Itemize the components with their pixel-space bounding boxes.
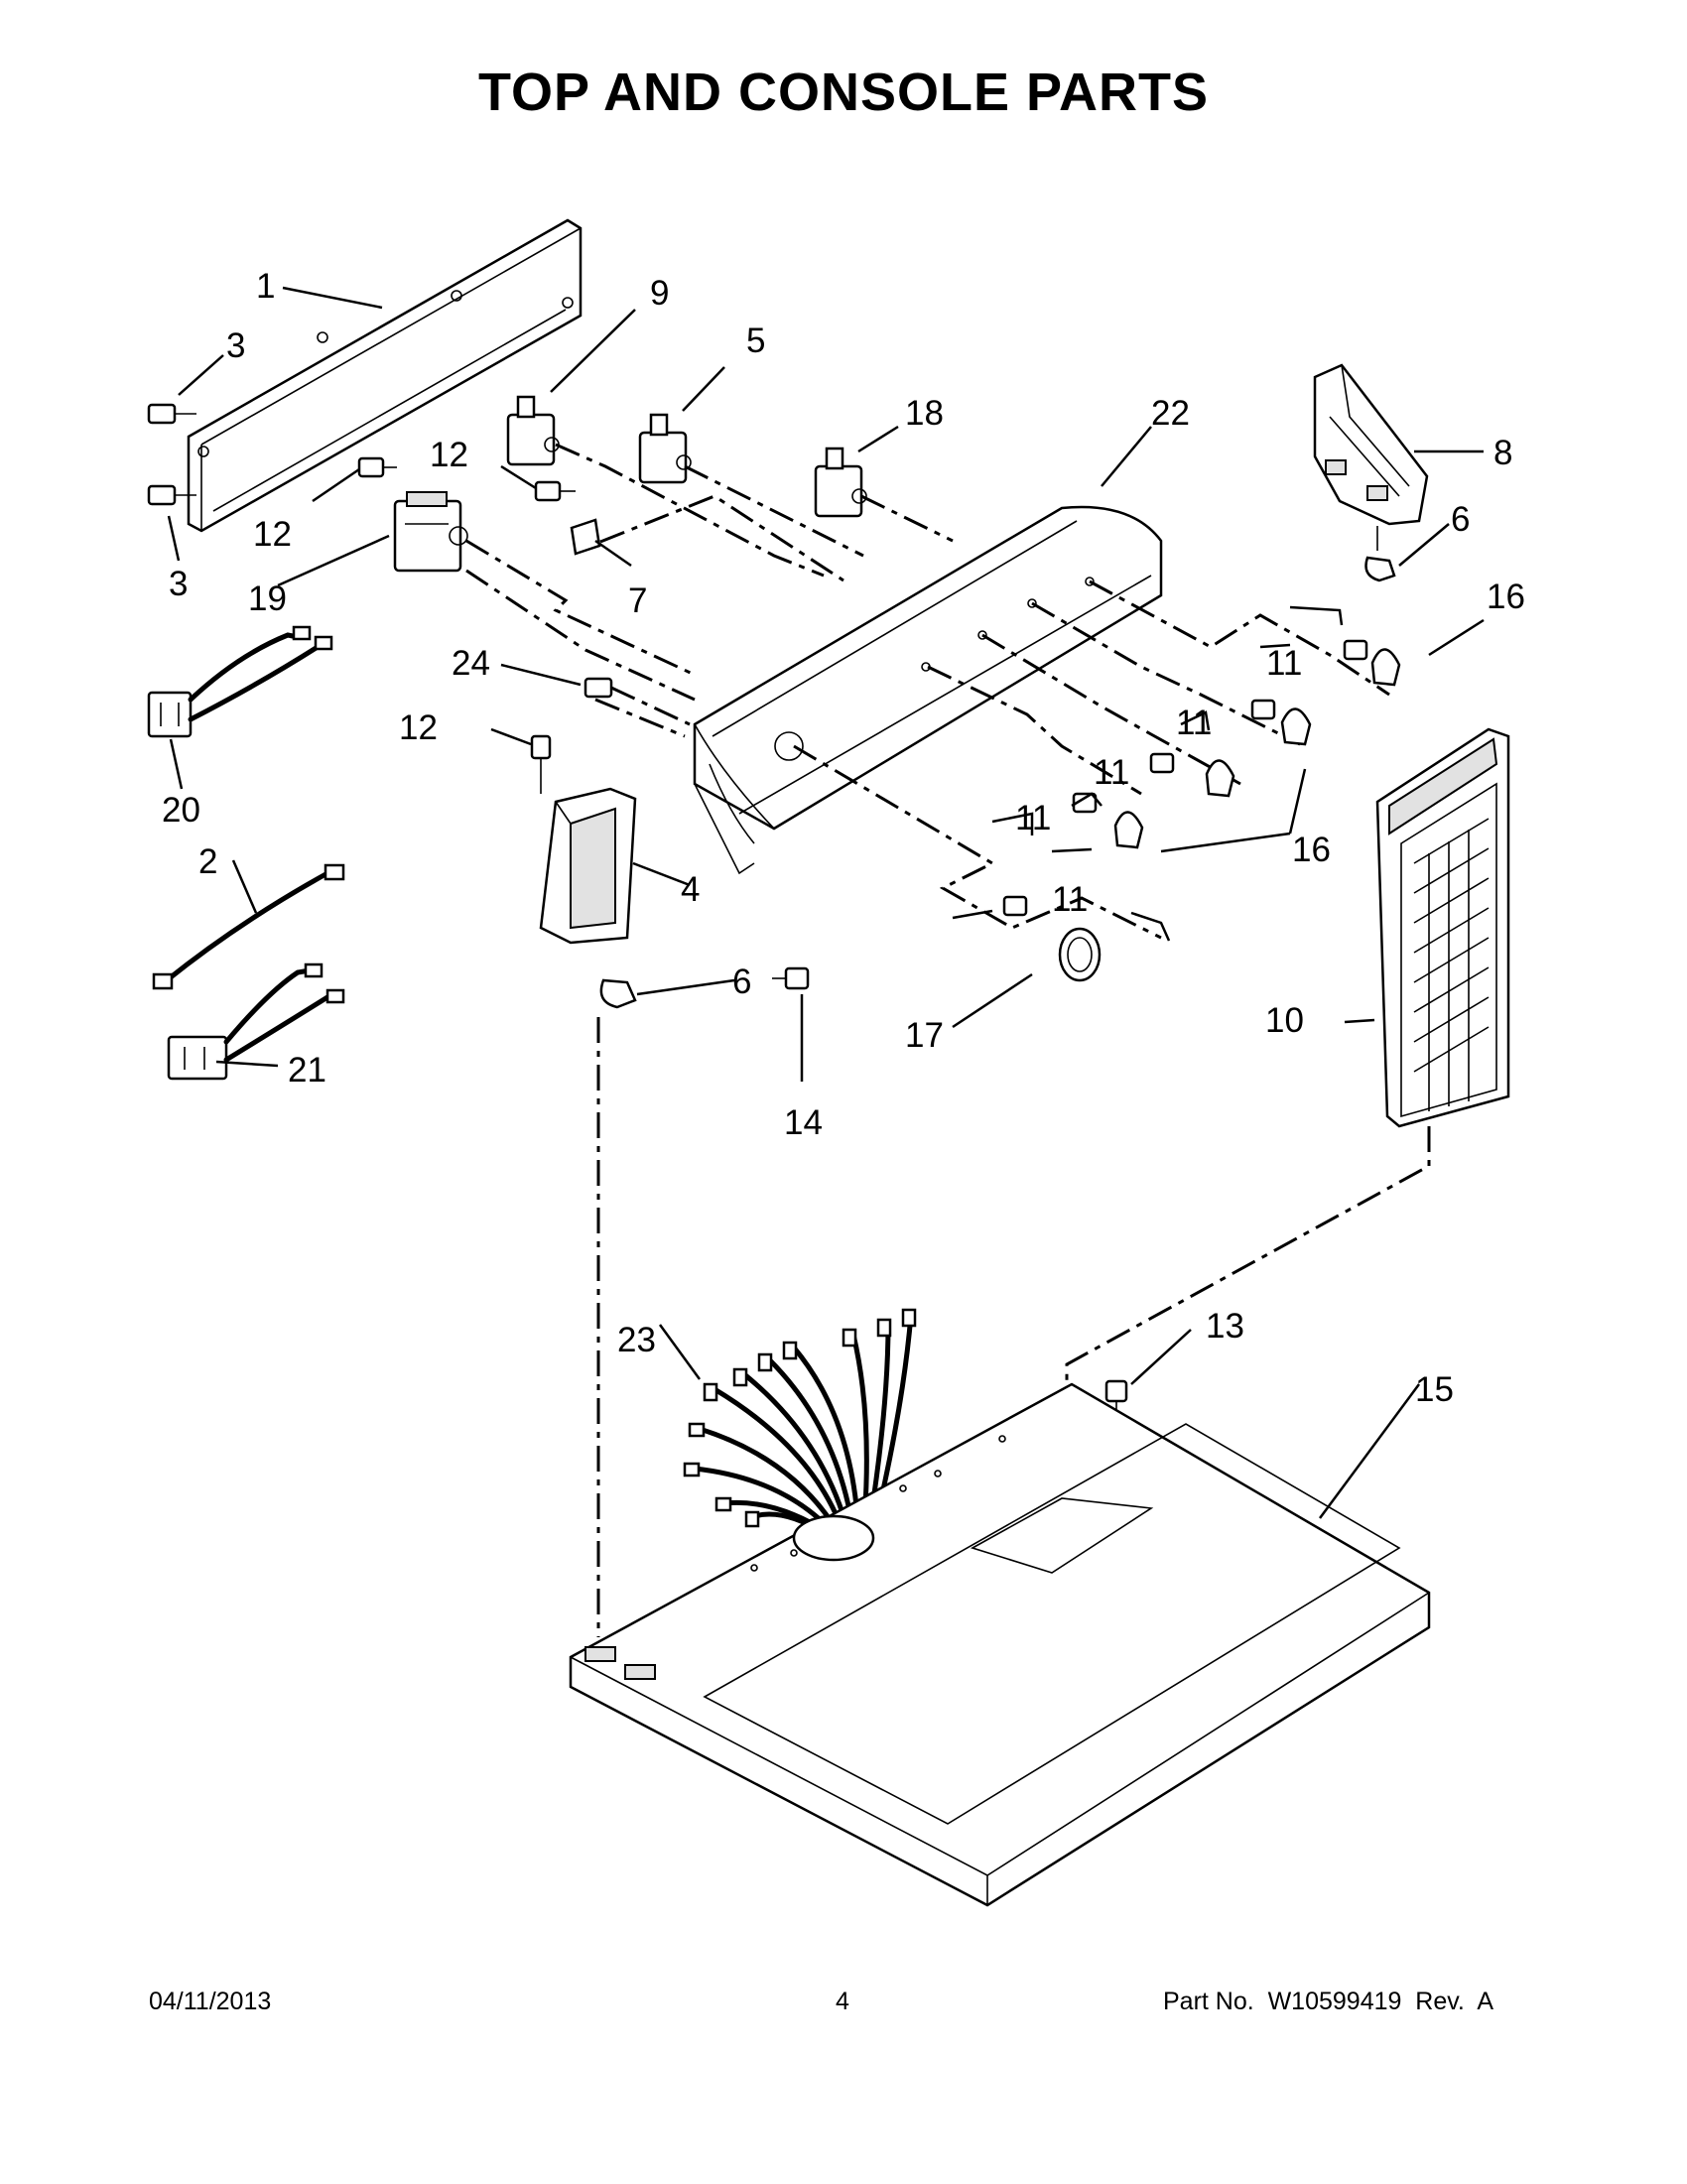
leader-lines <box>167 286 1485 1519</box>
callout-3-upper: 3 <box>226 326 245 365</box>
switch-part-5 <box>638 413 692 484</box>
top-panel-part-15 <box>569 1382 1431 1907</box>
button-part-11-c <box>1149 752 1175 774</box>
callout-3-lower: 3 <box>169 565 188 603</box>
end-cap-part-4 <box>539 787 637 945</box>
page-title: TOP AND CONSOLE PARTS <box>477 63 1210 122</box>
harness-part-21 <box>167 963 345 1081</box>
callout-11-b: 11 <box>1176 704 1212 742</box>
timer-part-19 <box>393 491 468 573</box>
callout-9: 9 <box>650 274 669 313</box>
button-part-11-b <box>1250 699 1276 720</box>
knob-part-16-a <box>1370 648 1401 687</box>
button-part-11-d <box>1072 792 1098 814</box>
footer-page-number: 4 <box>836 1988 849 2015</box>
wire-part-2 <box>152 863 345 990</box>
callout-16-upper: 16 <box>1487 578 1525 616</box>
screw-part-24 <box>584 677 691 726</box>
screw-part-14 <box>772 966 810 990</box>
switch-part-18 <box>814 447 867 518</box>
callout-4: 4 <box>681 870 700 909</box>
console-part-22 <box>693 505 1163 875</box>
callout-6-left: 6 <box>732 963 751 1001</box>
rear-panel-part-1 <box>187 218 583 533</box>
callout-16-lower: 16 <box>1292 831 1331 869</box>
callout-11-e: 11 <box>1052 880 1088 919</box>
callout-5: 5 <box>746 321 765 360</box>
callout-11-c: 11 <box>1094 753 1129 792</box>
callout-8: 8 <box>1493 434 1512 472</box>
screw-part-12-c <box>530 734 552 794</box>
callout-6-right: 6 <box>1451 500 1470 539</box>
callout-7: 7 <box>628 581 647 620</box>
callout-12-a: 12 <box>430 436 468 474</box>
harness-part-20 <box>147 625 333 738</box>
callout-21: 21 <box>288 1051 326 1090</box>
bracket-part-7 <box>570 518 601 556</box>
footer-date: 04/11/2013 <box>149 1988 272 2015</box>
button-part-11-a <box>1343 639 1368 661</box>
knob-part-17 <box>1058 927 1102 982</box>
callout-14: 14 <box>784 1103 823 1142</box>
screw-part-12-a <box>357 456 397 478</box>
button-part-11-e <box>1002 895 1028 917</box>
callout-10: 10 <box>1265 1001 1304 1040</box>
callout-17: 17 <box>905 1016 944 1055</box>
bracket-part-8 <box>1313 363 1429 526</box>
knob-part-16-b <box>1280 707 1312 746</box>
callout-11-d: 11 <box>1015 799 1051 837</box>
callout-22: 22 <box>1151 394 1190 433</box>
callout-18: 18 <box>905 394 944 433</box>
footer-part-number: Part No. W10599419 Rev. A <box>1163 1988 1494 2015</box>
callout-15: 15 <box>1415 1370 1454 1409</box>
screw-part-12-b <box>534 480 576 502</box>
callout-24: 24 <box>452 644 490 683</box>
callout-2: 2 <box>198 842 217 881</box>
callout-13: 13 <box>1206 1307 1244 1346</box>
callout-11-a: 11 <box>1266 644 1302 683</box>
knob-part-16-c <box>1205 759 1235 798</box>
callout-20: 20 <box>162 791 200 830</box>
screw-part-3-upper <box>147 403 196 425</box>
clip-part-6-right <box>1364 526 1396 582</box>
callout-1: 1 <box>256 267 275 306</box>
switch-part-9 <box>506 395 560 466</box>
callout-12-c: 12 <box>399 708 438 747</box>
clip-part-6-left <box>599 978 637 1009</box>
callout-23: 23 <box>617 1321 656 1359</box>
lint-screen-part-10 <box>1375 727 1510 1128</box>
screw-part-3-lower <box>147 484 196 506</box>
knob-part-16-d <box>1113 811 1144 849</box>
callout-19: 19 <box>248 579 287 618</box>
callout-12-b: 12 <box>253 515 292 554</box>
